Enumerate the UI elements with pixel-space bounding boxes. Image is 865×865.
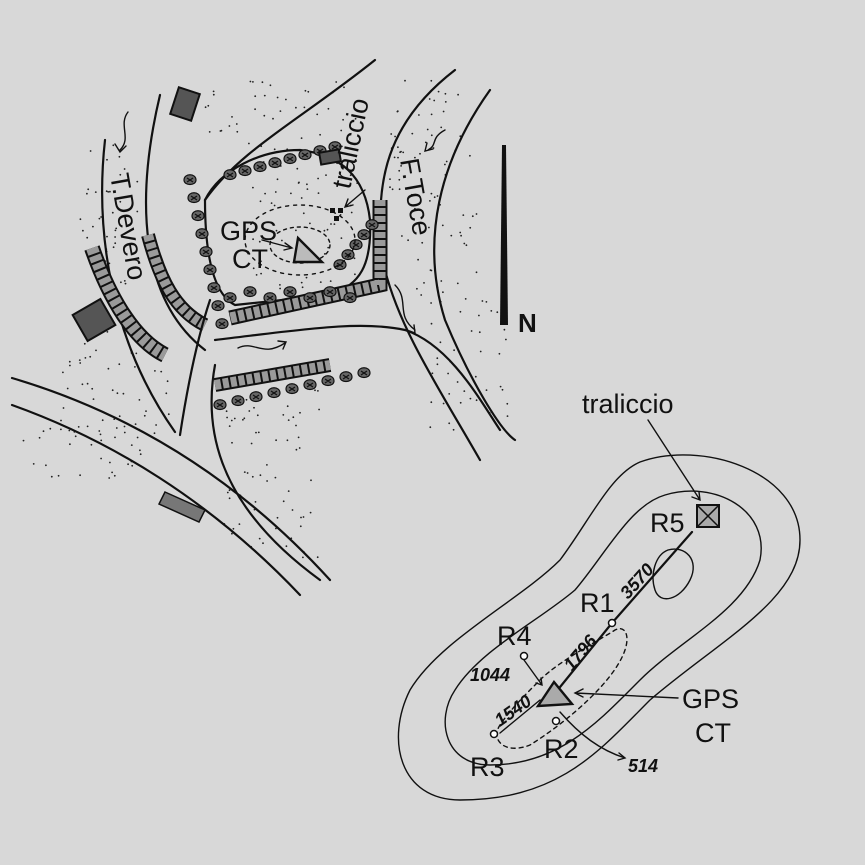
label-r3: R3 (470, 752, 505, 782)
label-ct-sketch: CT (232, 244, 268, 274)
small-bridge (157, 491, 207, 523)
label-traliccio: traliccio (582, 389, 674, 419)
confluence-bank-left (178, 298, 212, 437)
label-gps: GPS (682, 684, 739, 714)
distance-r2-ct: 514 (628, 756, 658, 776)
label-r5: R5 (650, 508, 685, 538)
label-r1: R1 (580, 588, 615, 618)
station-r1-marker (607, 618, 617, 628)
toce-flow-arrow-top (424, 129, 446, 152)
building-small (317, 148, 343, 166)
gps-network-diagram: traliccio GPS CT R5 R1 R4 R3 R2 3570 179… (397, 389, 801, 801)
distance-r1-ct: 1796 (560, 630, 602, 674)
north-arrow-shaft (500, 145, 508, 325)
toce-bank-c (433, 88, 517, 442)
baseline-r4-ct (523, 659, 543, 687)
label-toce: F.Toce (394, 156, 437, 238)
gps-arrow-sketch (261, 239, 294, 251)
gps-ct-triangle-sketch (292, 235, 325, 264)
toce-flow-arrow-bottom (394, 284, 416, 335)
station-r5-marker (696, 504, 720, 528)
vegetation (183, 141, 379, 411)
label-r4: R4 (497, 621, 532, 651)
confluence-bank-right (210, 363, 322, 582)
traliccio-marker-sketch (330, 208, 343, 221)
distance-r3-ct: 1540 (491, 691, 535, 730)
station-r2-marker (551, 716, 561, 726)
north-arrow-label: N (518, 308, 537, 338)
contour-inner-r5 (652, 548, 694, 600)
building-left (71, 297, 117, 343)
island-contour-2 (244, 204, 356, 276)
contour-outer (397, 454, 801, 801)
terrain-stipple (22, 79, 509, 559)
station-r3-marker (489, 729, 499, 739)
confluence-flow-arrow (237, 340, 288, 350)
label-r2: R2 (544, 734, 579, 764)
confluence-bank-top (213, 324, 502, 432)
island-levee-fill (228, 200, 386, 324)
toce-bank-a (203, 58, 377, 202)
contour-middle (444, 490, 762, 766)
building-top (168, 86, 202, 122)
station-r4-marker (519, 651, 529, 661)
devero-flow-arrow (114, 111, 129, 154)
road-diagonal-bottom (10, 403, 302, 597)
label-devero: T.Devero (104, 171, 152, 283)
label-gps-sketch: GPS (220, 216, 277, 246)
traliccio-arrow-sketch (343, 189, 366, 209)
devero-levee-outer-fill (86, 246, 168, 361)
road-diagonal-top (10, 376, 332, 582)
traliccio-arrow (647, 419, 701, 502)
site-sketch-map: T.Devero F.Toce traliccio GPS CT N (10, 58, 537, 597)
distance-r4-ct: 1044 (470, 665, 510, 685)
gps-ct-arrow (573, 688, 679, 699)
baseline-r2-ct (559, 711, 627, 761)
contour-inner-core (496, 628, 628, 749)
devero-levee-inner-fill (143, 233, 208, 330)
baseline-r1-ct (554, 621, 614, 694)
label-ct: CT (695, 718, 731, 748)
devero-levee-inner (141, 233, 209, 332)
baseline-r3-ct (499, 699, 541, 734)
baseline-r5-r1 (610, 530, 694, 625)
gps-ct-triangle (535, 679, 575, 708)
lower-levee-fill (214, 360, 331, 390)
